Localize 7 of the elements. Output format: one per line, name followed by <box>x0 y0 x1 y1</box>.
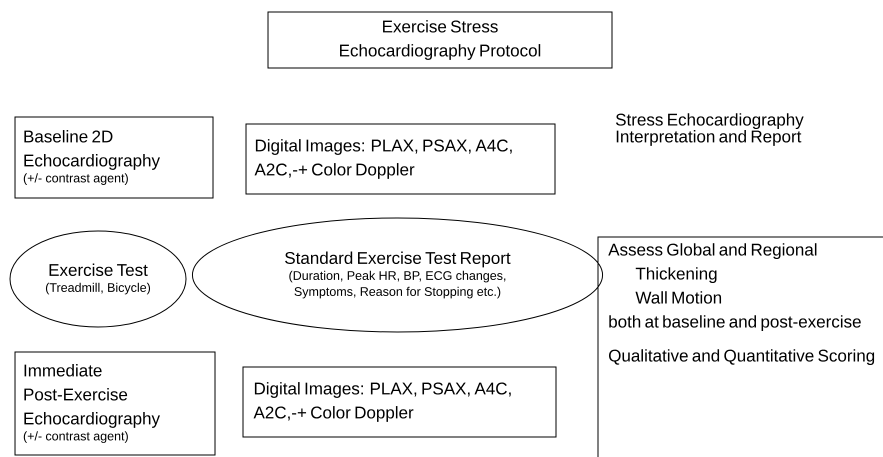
process-box: Baseline 2D Echocardiography (+/- contrast agent) <box>14 116 214 198</box>
process-box: Digital Images: PLAX, PSAX, A4C, A2C,-+ Color Doppler <box>242 366 556 438</box>
process-box: Immediate Post-Exercise Echocardiography (+/- contrast agent) <box>14 351 216 456</box>
process-box: Digital Images: PLAX, PSAX, A4C, A2C,-+ Color Doppler <box>246 124 556 194</box>
text-panel: Assess Global and Regional Thickening Wall Motion both at baseline and post-exercise Qualitative and Quantitative Scoring <box>598 236 883 457</box>
process-box: Exercise Stress Echocardiography Protocol <box>268 12 612 68</box>
section-heading: Stress Echocardiography Interpretation and Report <box>616 113 804 146</box>
